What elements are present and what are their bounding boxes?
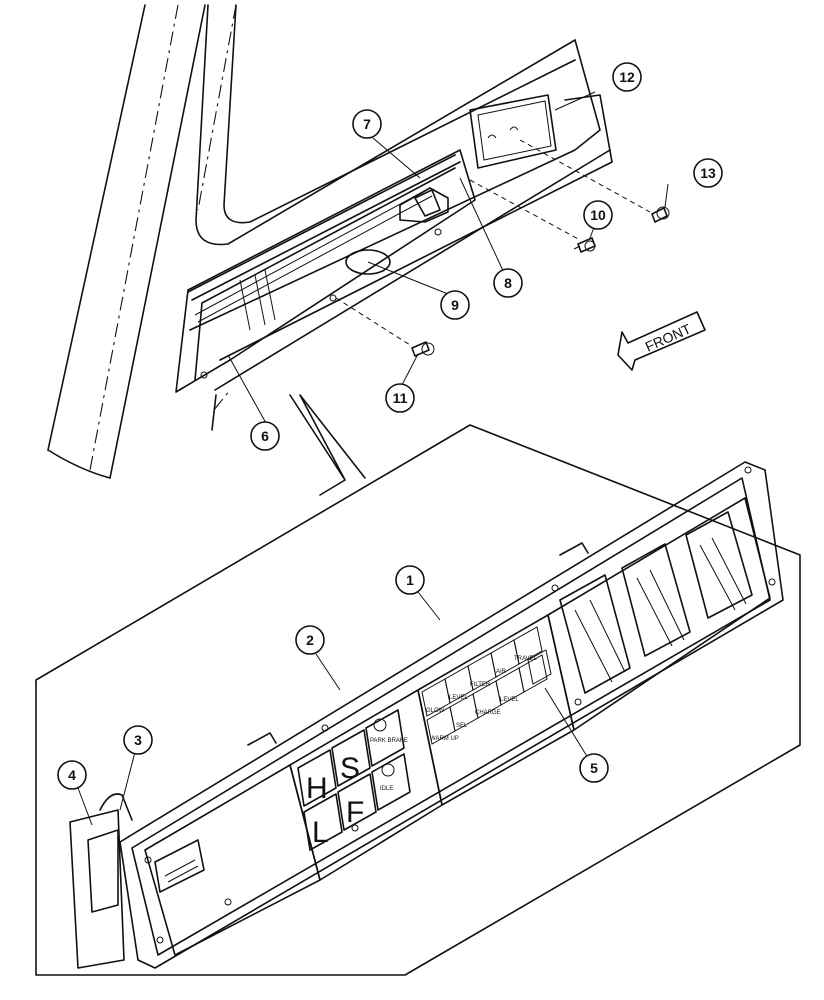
trim-panel bbox=[175, 149, 476, 393]
callout-13-label: 13 bbox=[700, 165, 716, 181]
callout-9-label: 9 bbox=[451, 297, 459, 313]
warm-up-label: WARM UP bbox=[430, 736, 459, 742]
callout-6: 6 bbox=[250, 421, 280, 451]
charge-label: CHARGE bbox=[475, 710, 501, 716]
callout-7: 7 bbox=[352, 109, 382, 139]
bolt-13 bbox=[651, 206, 670, 223]
callout-4: 4 bbox=[57, 760, 87, 790]
callout-1: 1 bbox=[395, 565, 425, 595]
cover-plate bbox=[469, 94, 557, 169]
screw-11 bbox=[411, 341, 435, 357]
callout-8: 8 bbox=[493, 268, 523, 298]
cab-frame bbox=[189, 4, 613, 431]
air-label: AIR bbox=[496, 669, 507, 675]
mode-s-label: S bbox=[340, 752, 360, 785]
filter-label: FILTER bbox=[470, 682, 491, 688]
idle-label: IDLE bbox=[380, 786, 393, 792]
front-direction-arrow: FRONT bbox=[617, 311, 706, 371]
callout-9: 9 bbox=[440, 290, 470, 320]
level2-label: LEVEL bbox=[500, 697, 519, 703]
travel-label: TRAVEL bbox=[514, 656, 538, 662]
sel-label: SEL bbox=[456, 723, 468, 729]
callout-5-label: 5 bbox=[590, 760, 598, 776]
leader-lines-upper bbox=[227, 91, 669, 424]
detail-frame bbox=[35, 394, 801, 976]
mode-f-label: F bbox=[346, 796, 364, 829]
callout-3: 3 bbox=[123, 725, 153, 755]
callout-12-label: 12 bbox=[619, 69, 635, 85]
callout-8-label: 8 bbox=[504, 275, 512, 291]
callout-2: 2 bbox=[295, 625, 325, 655]
mode-l-label: L bbox=[312, 816, 329, 849]
callout-12: 12 bbox=[612, 62, 642, 92]
mode-buttons: H S L F PARK BRAKE IDLE bbox=[297, 709, 411, 851]
callout-13: 13 bbox=[693, 158, 723, 188]
park-brake-label: PARK BRAKE bbox=[370, 738, 408, 744]
screw-10 bbox=[573, 237, 596, 253]
callout-6-label: 6 bbox=[261, 428, 269, 444]
callout-7-label: 7 bbox=[363, 116, 371, 132]
callout-11: 11 bbox=[385, 383, 415, 413]
callout-1-label: 1 bbox=[406, 572, 414, 588]
leader-lines-lower bbox=[77, 591, 589, 826]
callout-3-label: 3 bbox=[134, 732, 142, 748]
callout-10: 10 bbox=[583, 200, 613, 230]
indicator-lamps: GLOW LEVEL FILTER AIR TRAVEL WARM UP SEL… bbox=[421, 626, 552, 745]
callout-11-label: 11 bbox=[393, 390, 408, 406]
callout-5: 5 bbox=[579, 753, 609, 783]
gauges bbox=[559, 511, 753, 694]
callout-4-label: 4 bbox=[68, 767, 76, 783]
instrument-panel: H S L F PARK BRAKE IDLE GLOW LEVEL bbox=[69, 461, 784, 969]
level-label: LEVEL bbox=[449, 695, 468, 701]
callout-10-label: 10 bbox=[590, 207, 606, 223]
cab-pillar bbox=[47, 4, 237, 479]
mode-h-label: H bbox=[306, 772, 328, 805]
glow-label: GLOW bbox=[426, 708, 445, 714]
callout-2-label: 2 bbox=[306, 632, 314, 648]
